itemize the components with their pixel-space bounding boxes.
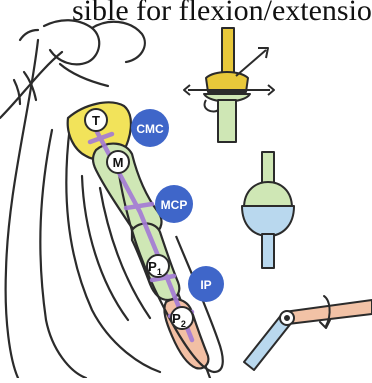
badge-cmc: CMC: [131, 109, 169, 147]
ball-and-socket-joint-icon: [242, 152, 294, 268]
badge-mcp-text: MCP: [161, 198, 188, 212]
label-p2-sub: 2: [181, 319, 186, 329]
label-trapezium-text: T: [92, 113, 100, 128]
label-metacarpal: M: [107, 151, 129, 173]
label-metacarpal-text: M: [113, 155, 124, 170]
hinge-joint-icon: [244, 296, 372, 370]
label-p2: P2: [171, 307, 193, 329]
badge-ip: IP: [188, 266, 224, 302]
badge-cmc-text: CMC: [136, 122, 164, 136]
label-p1: P1: [147, 255, 169, 277]
badge-mcp: MCP: [155, 185, 193, 223]
saddle-joint-icon: [184, 28, 274, 142]
label-p1-sub: 1: [157, 267, 162, 277]
badge-ip-text: IP: [200, 278, 211, 292]
label-p1-letter: P: [148, 259, 157, 274]
label-p2-letter: P: [172, 311, 181, 326]
label-trapezium: T: [85, 109, 107, 131]
